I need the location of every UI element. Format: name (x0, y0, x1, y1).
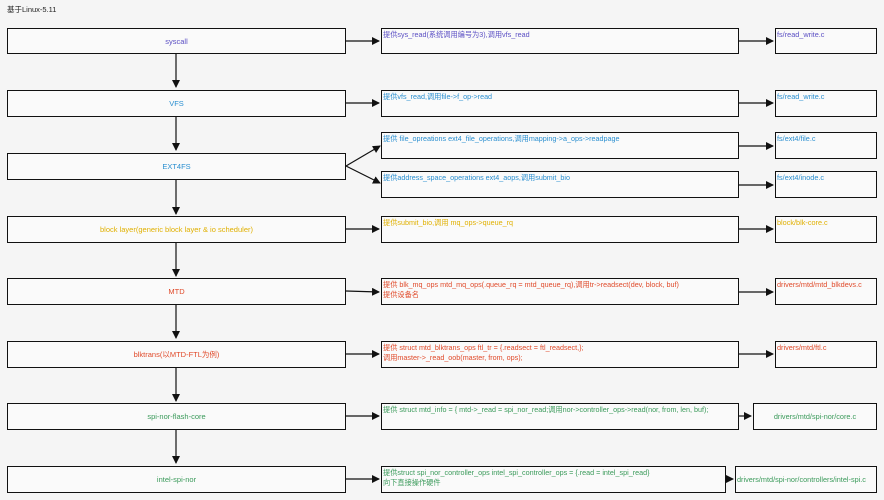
file-label: fs/ext4/file.c (777, 134, 816, 143)
layer-label: intel-spi-nor (156, 475, 197, 484)
layer-ext4fs: EXT4FS (7, 153, 346, 180)
file-label: fs/read_write.c (777, 30, 825, 39)
desc-line: 提供 struct mtd_blktrans_ops ftl_tr = {.re… (383, 343, 584, 352)
layer-label: MTD (168, 287, 185, 296)
arrow-ext4-desc1 (345, 145, 381, 167)
desc-syscall: 提供sys_read(系统调用编号为3),调用vfs_read (381, 28, 739, 54)
file-blk-core: block/blk-core.c (775, 216, 877, 243)
desc-line: 提供vfs_read,调用file->f_op->read (383, 92, 493, 101)
layer-block: block layer(generic block layer & io sch… (7, 216, 346, 243)
file-intel-spi: drivers/mtd/spi-nor/controllers/intel-sp… (735, 466, 877, 493)
file-ftl: drivers/mtd/ftl.c (775, 341, 877, 368)
desc-line: 提供address_space_operations ext4_aops,调用s… (383, 173, 570, 182)
desc-line: 提供 blk_mq_ops mtd_mq_ops(.queue_rq = mtd… (383, 280, 679, 289)
desc-mtd: 提供 blk_mq_ops mtd_mq_ops(.queue_rq = mtd… (381, 278, 739, 305)
arrow-ext4-desc2 (345, 165, 381, 184)
file-ext4-inode: fs/ext4/inode.c (775, 171, 877, 198)
file-mtd-blkdevs: drivers/mtd/mtd_blkdevs.c (775, 278, 877, 305)
file-label: fs/ext4/inode.c (777, 173, 825, 182)
file-label: drivers/mtd/ftl.c (777, 343, 827, 352)
file-label: block/blk-core.c (777, 218, 828, 227)
desc-ext4-aops: 提供address_space_operations ext4_aops,调用s… (381, 171, 739, 198)
desc-intel-spi: 提供struct spi_nor_controller_ops intel_sp… (381, 466, 726, 493)
desc-line: 提供设备名 (383, 290, 419, 299)
desc-line: 提供sys_read(系统调用编号为3),调用vfs_read (383, 30, 530, 39)
desc-line: 提供 struct mtd_info = { mtd->_read = spi_… (383, 405, 709, 414)
layer-label: syscall (165, 36, 188, 46)
file-spi-nor-core: drivers/mtd/spi-nor/core.c (753, 403, 877, 430)
layer-spi-nor-flash-core: spi-nor-flash-core (7, 403, 346, 430)
layer-intel-spi-nor: intel-spi-nor (7, 466, 346, 493)
layer-vfs: VFS (7, 90, 346, 117)
file-ext4-file: fs/ext4/file.c (775, 132, 877, 159)
layer-syscall: syscall (7, 28, 346, 54)
desc-ext4-file-ops: 提供 file_opreations ext4_file_operations,… (381, 132, 739, 159)
desc-line: 调用master->_read_oob(master, from, ops); (383, 353, 523, 362)
desc-blktrans: 提供 struct mtd_blktrans_ops ftl_tr = {.re… (381, 341, 739, 368)
layer-label: spi-nor-flash-core (147, 412, 206, 421)
file-read-write-2: fs/read_write.c (775, 90, 877, 117)
layer-label: EXT4FS (162, 162, 191, 171)
arrow-mtd-desc (345, 287, 380, 296)
desc-line: 提供 file_opreations ext4_file_operations,… (383, 134, 620, 143)
layer-mtd: MTD (7, 278, 346, 305)
file-label: drivers/mtd/mtd_blkdevs.c (777, 280, 862, 289)
layer-label: VFS (169, 99, 184, 108)
desc-block: 提供submit_bio,调用 mq_ops->queue_rq (381, 216, 739, 243)
desc-spi-nor-core: 提供 struct mtd_info = { mtd->_read = spi_… (381, 403, 739, 430)
file-label: drivers/mtd/spi-nor/controllers/intel-sp… (737, 474, 866, 484)
file-label: drivers/mtd/spi-nor/core.c (773, 411, 857, 421)
file-label: fs/read_write.c (777, 92, 825, 101)
layer-label: block layer(generic block layer & io sch… (100, 225, 253, 234)
file-read-write-1: fs/read_write.c (775, 28, 877, 54)
desc-line: 向下直接操作硬件 (383, 478, 441, 487)
desc-line: 提供submit_bio,调用 mq_ops->queue_rq (383, 218, 514, 227)
desc-vfs: 提供vfs_read,调用file->f_op->read (381, 90, 739, 117)
layer-label: blktrans(以MTD-FTL为例) (133, 350, 220, 359)
layer-blktrans: blktrans(以MTD-FTL为例) (7, 341, 346, 368)
diagram-title: 基于Linux-5.11 (7, 5, 57, 14)
desc-line: 提供struct spi_nor_controller_ops intel_sp… (383, 468, 650, 477)
